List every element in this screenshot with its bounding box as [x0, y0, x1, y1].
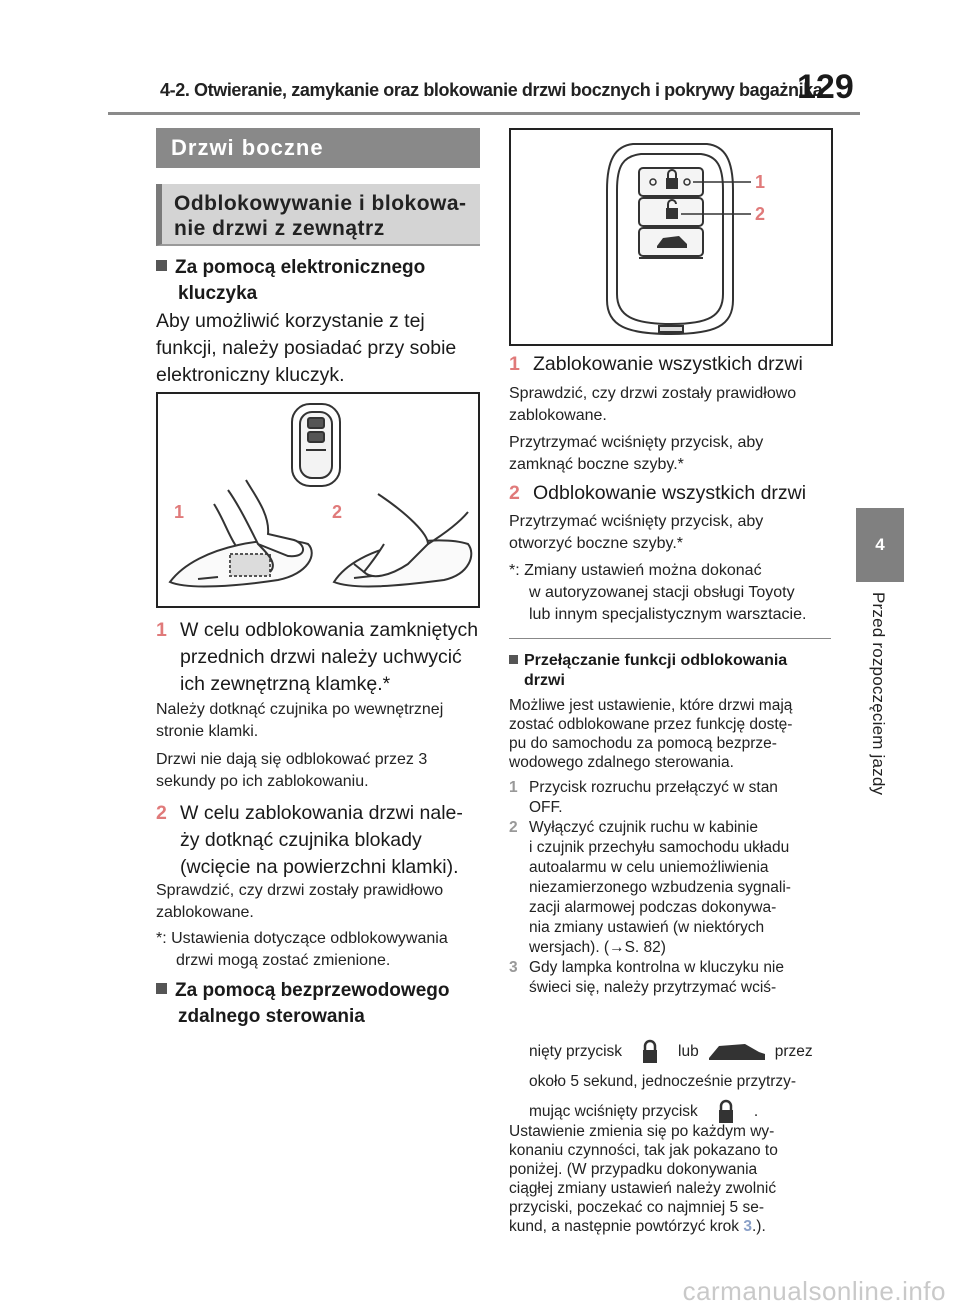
left-footnote: *: Ustawienia dotyczące odblokowywania d… — [156, 930, 448, 969]
figure-label-2: 2 — [332, 502, 342, 522]
door-handle-figure: 1 2 — [156, 392, 480, 608]
page-number: 129 — [797, 68, 854, 106]
figure-label-1: 1 — [174, 502, 184, 522]
note-intro: Możliwe jest ustawienie, które drzwi maj… — [509, 697, 793, 771]
square-bullet-icon — [156, 983, 167, 994]
note-divider — [509, 638, 831, 639]
bullet-heading-electronic-key: Za pomocą elektronicznego kluczyka — [156, 255, 476, 307]
left-step-1-note-2: Drzwi nie dają się odblokować przez 3 se… — [156, 751, 428, 790]
right-step-2-note: Przytrzymać wciśnięty przycisk, aby otwo… — [509, 513, 764, 552]
left-step-2-note: Sprawdzić, czy drzwi zostały prawidłowo … — [156, 882, 444, 921]
door-handle-illustration: 1 2 — [168, 403, 473, 588]
left-step-2: 2 W celu zablokowania drzwi nale- ży dot… — [156, 802, 463, 878]
right-step-1-note-1: Sprawdzić, czy drzwi zostały prawidłowo … — [509, 385, 797, 424]
square-bullet-icon — [509, 655, 518, 664]
chapter-tab[interactable]: 4 — [856, 508, 904, 582]
chapter-title: Przed rozpoczęciem jazdy — [869, 592, 888, 796]
bullet-heading-remote: Za pomocą bezprzewodowego zdalnego stero… — [156, 978, 480, 1030]
left-step-1-note-1: Należy dotknąć czujnika po wewnętrznej s… — [156, 701, 444, 740]
trunk-button-icon — [657, 236, 687, 248]
lock-button-icon — [649, 169, 691, 189]
step-reference: 3 — [743, 1218, 752, 1235]
left-door-handle — [168, 479, 313, 588]
header-rule — [108, 112, 860, 115]
key-fob-figure: 1 2 — [509, 128, 833, 346]
key-fob-illustration: 1 2 — [606, 143, 765, 336]
watermark: carmanualsonline.info — [682, 1276, 946, 1306]
fob-label-1: 1 — [755, 172, 765, 192]
closing-paragraph: Ustawienie zmienia się po każdym wy- kon… — [509, 1123, 778, 1235]
right-footnote: *: Zmiany ustawień można dokonać w autor… — [509, 562, 807, 623]
step-3-continuation: nięty przycisk lub przez około 5 sekund,… — [529, 1036, 839, 1128]
lock-icon — [643, 1039, 658, 1063]
key-fob-icon — [291, 403, 341, 487]
subsection-heading: Odblokowywanie i blokowa- nie drzwi z ze… — [156, 184, 480, 246]
note-heading: Przełączanie funkcji odblokowania drzwi — [509, 651, 839, 691]
trunk-icon — [708, 1044, 765, 1060]
right-step-1-note-2: Przytrzymać wciśnięty przycisk, aby zamk… — [509, 434, 764, 473]
unlock-button-icon — [666, 199, 678, 219]
fob-label-2: 2 — [755, 204, 765, 224]
lock-icon — [718, 1099, 733, 1123]
intro-paragraph: Aby umożliwić korzystanie z tej funkcji,… — [156, 310, 457, 386]
left-step-1: 1 W celu odblokowania zamkniętych przedn… — [156, 619, 479, 695]
right-door-handle — [332, 493, 473, 588]
section-heading: Drzwi boczne — [156, 128, 480, 168]
running-header: 4-2. Otwieranie, zamykanie oraz blokowan… — [160, 80, 823, 100]
square-bullet-icon — [156, 260, 167, 271]
